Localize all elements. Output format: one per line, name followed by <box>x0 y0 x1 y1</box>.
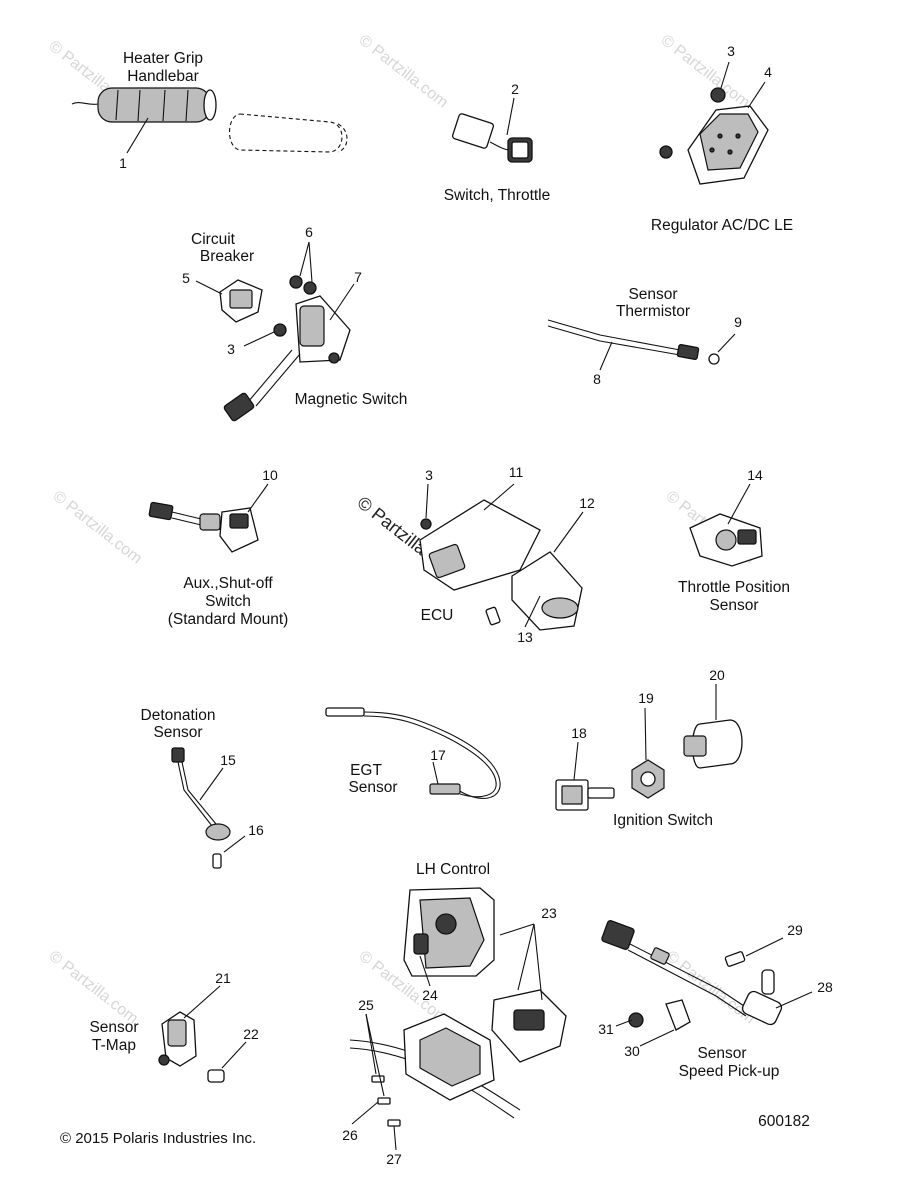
caption-sensor: Sensor <box>697 1045 746 1062</box>
callout-28: 28 <box>817 979 833 995</box>
callout-13: 13 <box>517 629 533 645</box>
callout-23: 23 <box>541 905 557 921</box>
circuit-breaker-part <box>195 279 263 323</box>
caption-thermistor: Thermistor <box>616 303 690 320</box>
caption-lh-control: LH Control <box>416 861 490 878</box>
heater-grip-part <box>71 87 348 154</box>
caption-aux-shutoff: Aux.,Shut-off <box>183 575 273 592</box>
callout-24: 24 <box>422 987 438 1003</box>
caption-handlebar: Handlebar <box>127 68 199 85</box>
caption-heater-grip: Heater Grip <box>123 50 203 67</box>
caption-switch-throttle: Switch, Throttle <box>444 187 551 204</box>
caption-sensor: Sensor <box>709 597 758 614</box>
callout-8: 8 <box>593 371 601 387</box>
callout-4: 4 <box>764 64 772 80</box>
caption-detonation: Detonation <box>141 707 216 724</box>
ecu-part <box>419 483 584 631</box>
caption-sensor: Sensor <box>628 286 677 303</box>
regulator-part <box>659 61 769 185</box>
watermark: © Partzilla.com <box>50 488 145 568</box>
speed-pickup-part <box>601 920 813 1047</box>
copyright-text: © 2015 Polaris Industries Inc. <box>60 1130 256 1147</box>
watermark: © Partzilla.com <box>356 32 451 112</box>
callout-6: 6 <box>305 224 313 240</box>
callout-3: 3 <box>425 467 433 483</box>
callout-25: 25 <box>358 997 374 1013</box>
caption-t-map: T-Map <box>92 1037 136 1054</box>
callout-16: 16 <box>248 822 264 838</box>
aux-switch-part <box>148 483 269 553</box>
throttle-switch-part <box>451 97 533 163</box>
caption-circuit: Circuit <box>191 231 236 248</box>
callout-26: 26 <box>342 1127 358 1143</box>
callout-3: 3 <box>727 43 735 59</box>
ignition-switch-part <box>555 684 743 811</box>
callout-5: 5 <box>182 270 190 286</box>
callout-1: 1 <box>119 155 127 171</box>
caption-magnetic-switch: Magnetic Switch <box>295 391 408 408</box>
caption-sensor: Sensor <box>348 779 397 796</box>
caption-switch: Switch <box>205 593 251 610</box>
callout-20: 20 <box>709 667 725 683</box>
thermistor-part <box>547 319 736 371</box>
watermark: © Partzilla.com <box>658 32 753 112</box>
callout-10: 10 <box>262 467 278 483</box>
watermarks: © Partzilla.com © Partzilla.com © Partzi… <box>46 32 758 1028</box>
lh-control-part <box>349 887 567 1151</box>
detonation-sensor-part <box>171 747 246 869</box>
caption-regulator: Regulator AC/DC LE <box>651 217 793 234</box>
callout-30: 30 <box>624 1043 640 1059</box>
caption-ignition-switch: Ignition Switch <box>613 812 713 829</box>
callout-31: 31 <box>598 1021 614 1037</box>
caption-sensor: Sensor <box>153 724 202 741</box>
caption-breaker: Breaker <box>200 248 254 265</box>
callout-9: 9 <box>734 314 742 330</box>
callout-21: 21 <box>215 970 231 986</box>
watermark: © Partzilla.com <box>46 948 141 1028</box>
callout-7: 7 <box>354 269 362 285</box>
callout-14: 14 <box>747 467 763 483</box>
callout-27: 27 <box>386 1151 402 1167</box>
caption-ecu: ECU <box>421 607 454 624</box>
caption-egt: EGT <box>350 762 382 779</box>
caption-speed-pickup: Speed Pick-up <box>679 1063 780 1080</box>
diagram-number: 600182 <box>758 1113 810 1130</box>
tmap-sensor-part <box>158 985 247 1083</box>
callout-22: 22 <box>243 1026 259 1042</box>
callout-2: 2 <box>511 81 519 97</box>
caption-sensor: Sensor <box>89 1019 138 1036</box>
caption-standard-mount: (Standard Mount) <box>168 611 289 628</box>
magnetic-switch-part <box>223 241 355 422</box>
callout-12: 12 <box>579 495 595 511</box>
callout-19: 19 <box>638 690 654 706</box>
callout-29: 29 <box>787 922 803 938</box>
callout-17: 17 <box>430 747 446 763</box>
tps-part <box>689 483 763 567</box>
caption-throttle-position: Throttle Position <box>678 579 790 596</box>
callout-18: 18 <box>571 725 587 741</box>
callout-11: 11 <box>509 464 524 480</box>
callout-3: 3 <box>227 341 235 357</box>
callout-15: 15 <box>220 752 236 768</box>
egt-sensor-part <box>325 707 501 799</box>
